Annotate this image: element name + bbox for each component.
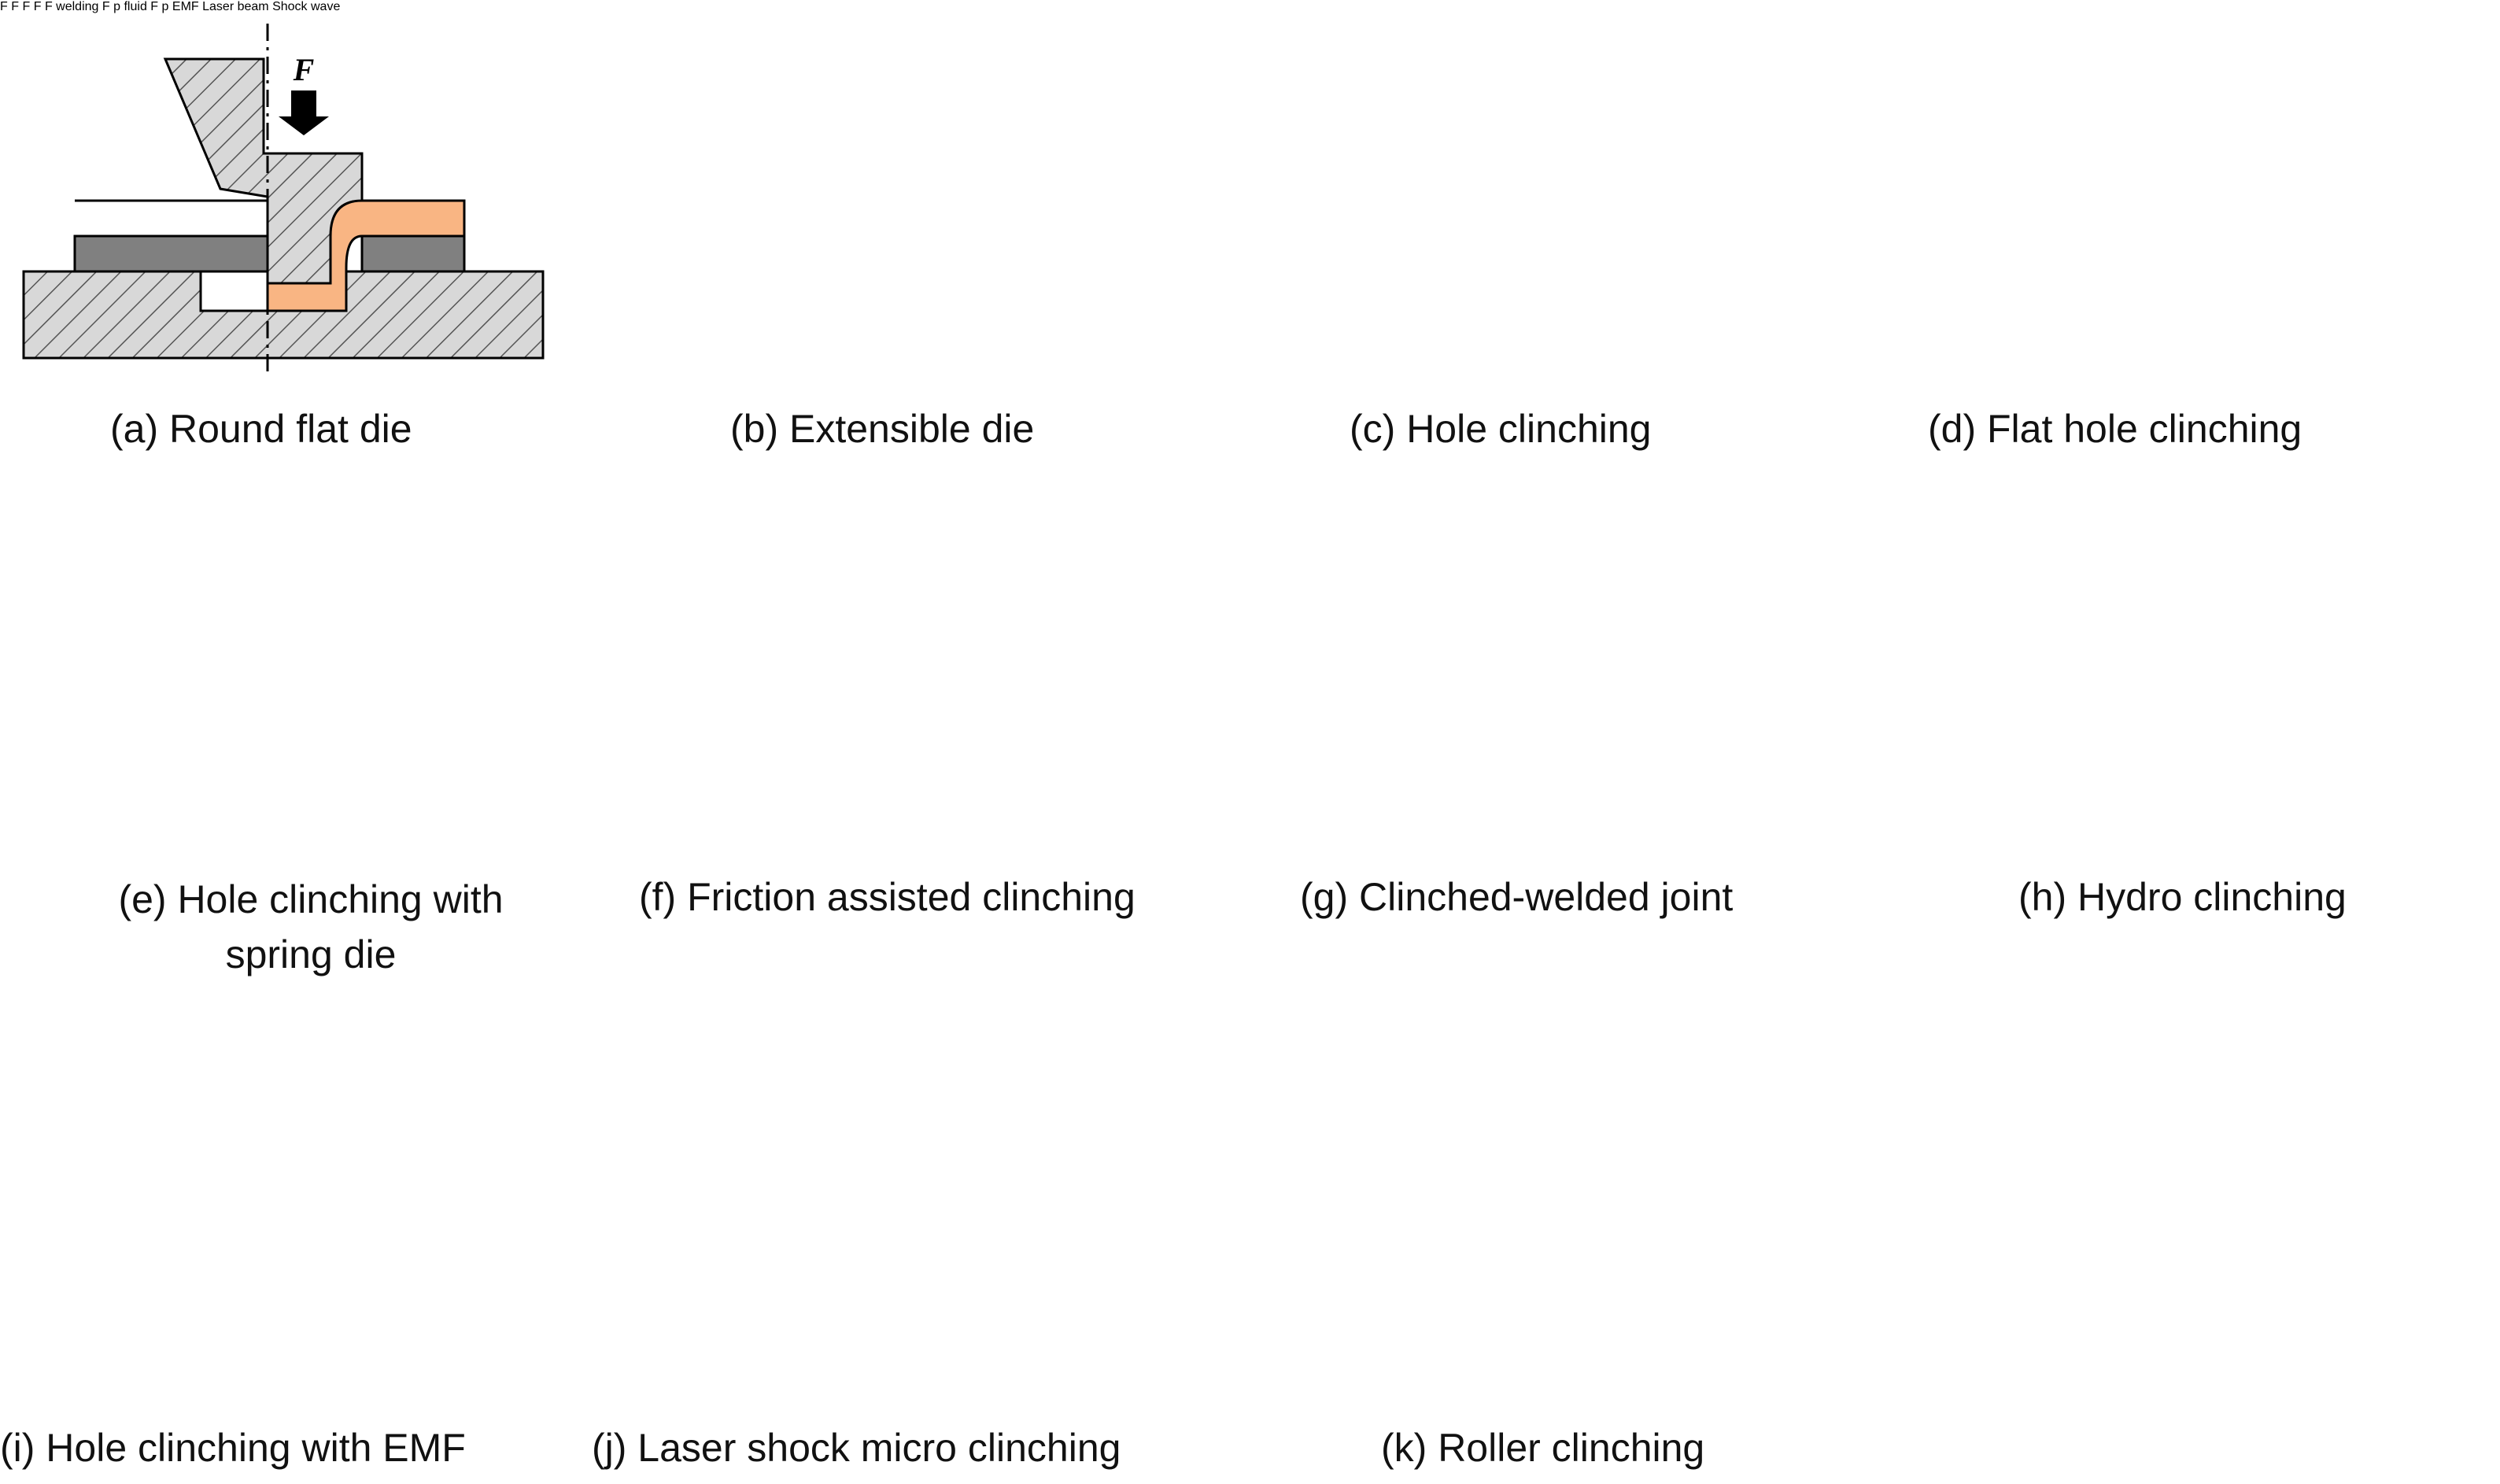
panel-a-diagram: F [22,24,545,374]
caption-b: (b) Extensible die [730,407,1035,451]
panel-f-diagram: F [45,0,56,13]
caption-e-line2: spring die [225,932,397,976]
panel-i-diagram: p EMF [162,0,203,13]
force-label-h: F [150,0,159,13]
force-label-g: F [102,0,110,13]
panel-e-diagram: F [34,0,45,13]
panel-d-diagram: F [22,0,33,13]
caption-h: (h) Hydro clinching [2018,875,2347,919]
force-label-d: F [22,0,31,13]
caption-e: (e) Hole clinching with spring die [75,872,547,982]
caption-g: (g) Clinched-welded joint [1300,875,1734,919]
force-label-c: F [11,0,20,13]
pressure-label-i: p [161,0,169,13]
welding-label: welding [56,0,99,13]
caption-a: (a) Round flat die [110,407,412,451]
panel-j-diagram: Laser beam Shock wave [202,0,340,13]
panel-c-diagram: F [11,0,22,13]
caption-c: (c) Hole clinching [1350,407,1652,451]
panel-g-diagram: welding F [56,0,113,13]
caption-i: (i) Hole clinching with EMF [0,1426,466,1470]
panel-h-diagram: p fluid F [113,0,161,13]
caption-f: (f) Friction assisted clinching [639,875,1136,919]
force-label-a: F [293,52,315,87]
pressure-label-h: p [113,0,121,13]
panel-b-diagram: F [0,0,11,13]
caption-k: (k) Roller clinching [1381,1426,1705,1470]
caption-d: (d) Flat hole clinching [1928,407,2302,451]
shock-wave-label: Shock wave [272,0,341,13]
caption-e-line1: (e) Hole clinching with [118,877,504,921]
force-label-b: F [0,0,8,13]
force-label-f: F [44,0,53,13]
force-label-e: F [33,0,42,13]
laser-beam-label: Laser beam [202,0,269,13]
caption-j: (j) Laser shock micro clinching [592,1426,1121,1470]
emf-label: EMF [172,0,199,13]
fluid-label: fluid [124,0,147,13]
